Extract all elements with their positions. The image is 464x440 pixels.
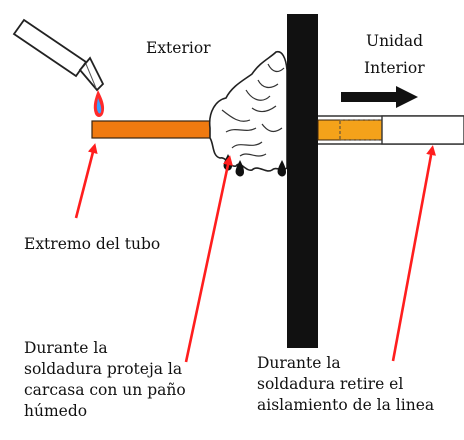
label-retire-aislamiento: Durante la soldadura retire el aislamien… — [257, 353, 434, 416]
wet-cloth-icon — [208, 50, 288, 172]
label-exterior: Exterior — [146, 39, 211, 57]
label-retire-line: soldadura retire el — [257, 375, 404, 393]
label-retire-line: aislamiento de la linea — [257, 396, 435, 414]
label-proteja-line: Durante la — [24, 339, 108, 357]
pointer-arrow-icon — [74, 143, 98, 219]
label-extremo-del-tubo: Extremo del tubo — [24, 235, 161, 253]
label-proteja-line: carcasa con un paño — [24, 381, 186, 399]
label-proteja-carcasa: Durante la soldadura proteja la carcasa … — [24, 338, 186, 422]
copper-pipe — [91, 120, 216, 139]
pointer-arrow-icon — [184, 155, 233, 363]
label-retire-line: Durante la — [257, 354, 341, 372]
label-proteja-line: soldadura proteja la — [24, 360, 183, 378]
flame-icon — [93, 90, 105, 117]
direction-arrow-icon — [341, 86, 418, 108]
building-wall — [287, 14, 318, 348]
water-drop-icon — [223, 154, 286, 177]
pointer-arrow-icon — [391, 145, 437, 362]
label-unidad: Unidad — [366, 32, 424, 50]
torch-icon — [12, 18, 105, 92]
label-interior: Interior — [364, 59, 425, 77]
insulated-line — [317, 115, 464, 145]
label-proteja-line: húmedo — [24, 402, 88, 420]
